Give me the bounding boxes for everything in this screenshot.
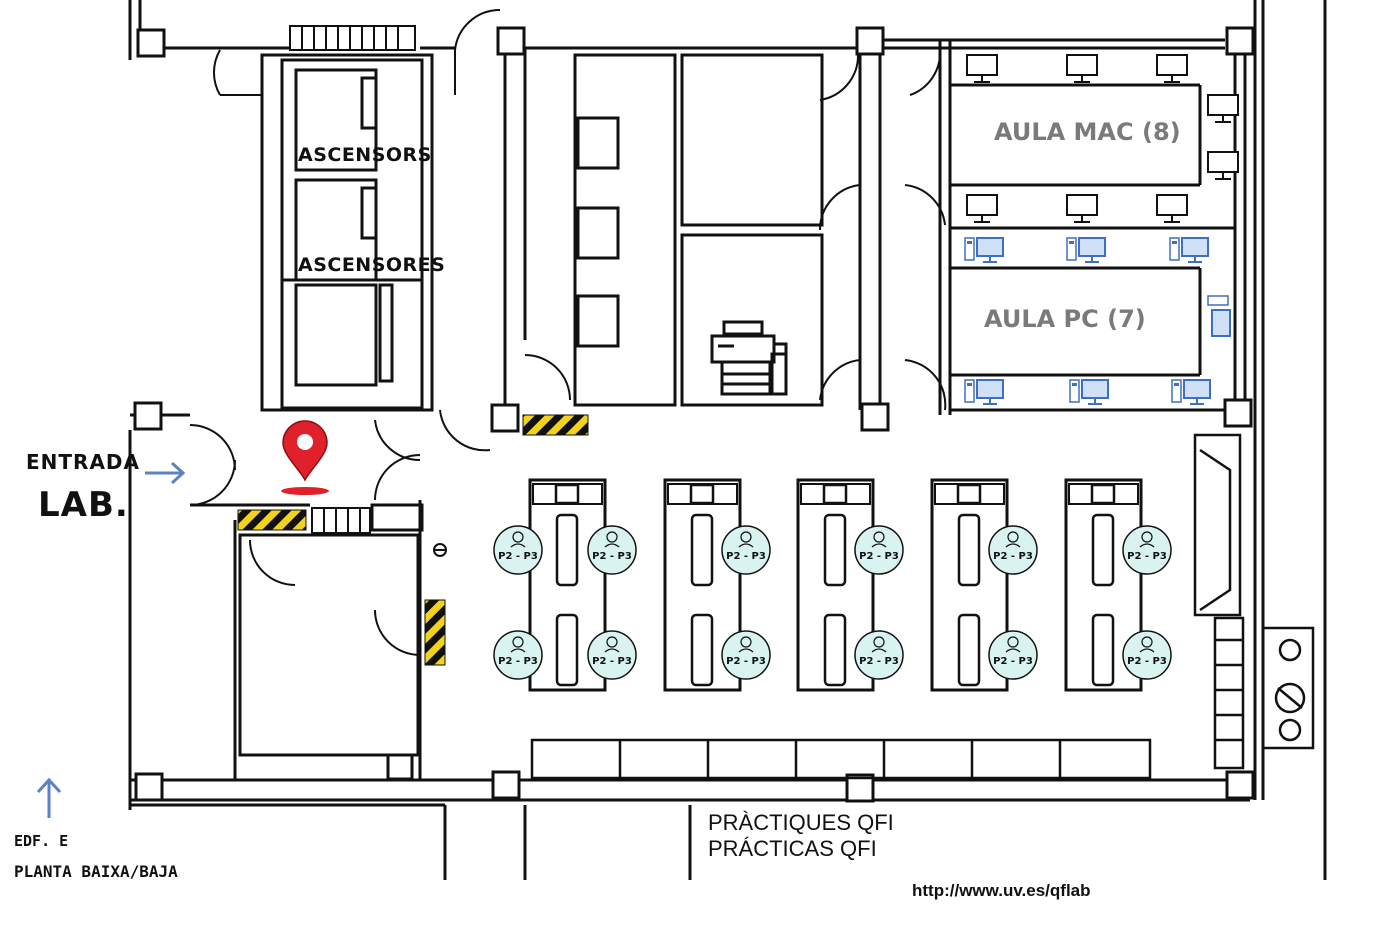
desktop-pc-icon: [1169, 237, 1209, 263]
person-icon: [1139, 531, 1155, 548]
station-label: P2 - P3: [859, 656, 899, 667]
person-icon: [738, 636, 754, 653]
desktop-pc-icon: [1066, 237, 1106, 263]
station-marker: P2 - P3: [1122, 525, 1172, 575]
person-icon: [871, 531, 887, 548]
station-label: P2 - P3: [1127, 656, 1167, 667]
pc-workstations: [964, 237, 1231, 405]
person-icon: [1005, 531, 1021, 548]
elevators-label-es: ASCENSORES: [298, 254, 446, 276]
station-marker: P2 - P3: [1122, 630, 1172, 680]
stairs-top: [289, 25, 416, 51]
lab-bench: [930, 478, 1009, 692]
outer-walls: [128, 0, 1327, 880]
lab-bench: [1064, 478, 1143, 692]
arrow-right-icon: [145, 461, 186, 485]
lab-bench: [528, 478, 607, 692]
station-label: P2 - P3: [859, 551, 899, 562]
middle-offices: [503, 48, 882, 410]
person-icon: [510, 531, 526, 548]
monitor-icon: [1066, 194, 1098, 223]
location-pin-icon: [281, 420, 329, 495]
monitor-icon: [1156, 194, 1188, 223]
desktop-pc-icon: [1207, 295, 1231, 337]
lab-bench: [796, 478, 875, 692]
station-label: P2 - P3: [726, 656, 766, 667]
station-label: P2 - P3: [498, 656, 538, 667]
lab-benches: P2 - P3 P2 - P3 P2 - P3 P2 - P3 P2 - P3 P2 - …: [493, 478, 1172, 692]
lab-bench: [663, 478, 742, 692]
lab-title-es: PRÁCTICAS QFI: [708, 836, 877, 861]
station-label: P2 - P3: [726, 551, 766, 562]
station-label: P2 - P3: [1127, 551, 1167, 562]
lower-left-rooms: [190, 500, 424, 781]
elevator-block: [260, 53, 434, 412]
station-label: P2 - P3: [498, 551, 538, 562]
entrance-label: ENTRADA: [26, 450, 141, 474]
door-swings: [189, 8, 947, 656]
arrow-up-icon: [36, 777, 62, 818]
station-label: P2 - P3: [993, 656, 1033, 667]
printer-icon: [710, 320, 788, 396]
exit-sign-icon: [433, 543, 447, 557]
fume-hoods: [1193, 433, 1315, 770]
station-marker: P2 - P3: [721, 525, 771, 575]
mac-room-label: AULA MAC (8): [994, 118, 1181, 146]
lab-label: LAB.: [38, 485, 129, 525]
station-label: P2 - P3: [993, 551, 1033, 562]
person-icon: [871, 636, 887, 653]
station-marker: P2 - P3: [587, 630, 637, 680]
building-label: EDF. E: [14, 832, 69, 850]
person-icon: [510, 636, 526, 653]
station-marker: P2 - P3: [587, 525, 637, 575]
person-icon: [1139, 636, 1155, 653]
monitor-icon: [1156, 54, 1188, 83]
website-link[interactable]: http://www.uv.es/qflab: [912, 881, 1091, 900]
elevators-label-val: ASCENSORS: [298, 144, 432, 166]
person-icon: [1005, 636, 1021, 653]
desktop-pc-icon: [1069, 379, 1109, 405]
station-marker: P2 - P3: [493, 525, 543, 575]
hazard-strips: [237, 414, 589, 666]
station-marker: P2 - P3: [988, 525, 1038, 575]
desktop-pc-icon: [964, 237, 1004, 263]
pc-room-label: AULA PC (7): [984, 305, 1146, 333]
desktop-pc-icon: [964, 379, 1004, 405]
floor-label: PLANTA BAIXA/BAJA: [14, 862, 178, 881]
monitor-icon: [1066, 54, 1098, 83]
station-marker: P2 - P3: [854, 630, 904, 680]
station-label: P2 - P3: [592, 656, 632, 667]
person-icon: [604, 531, 620, 548]
desktop-pc-icon: [1171, 379, 1211, 405]
stairs-small: [311, 507, 371, 534]
station-marker: P2 - P3: [493, 630, 543, 680]
station-label: P2 - P3: [592, 551, 632, 562]
station-marker: P2 - P3: [854, 525, 904, 575]
station-marker: P2 - P3: [988, 630, 1038, 680]
person-icon: [738, 531, 754, 548]
station-marker: P2 - P3: [721, 630, 771, 680]
monitor-icon: [966, 54, 998, 83]
monitor-icon: [966, 194, 998, 223]
person-icon: [604, 636, 620, 653]
computer-rooms: [938, 40, 1247, 415]
lab-title-val: PRÀCTIQUES QFI: [708, 810, 894, 835]
lower-cabinets: [530, 738, 1152, 780]
